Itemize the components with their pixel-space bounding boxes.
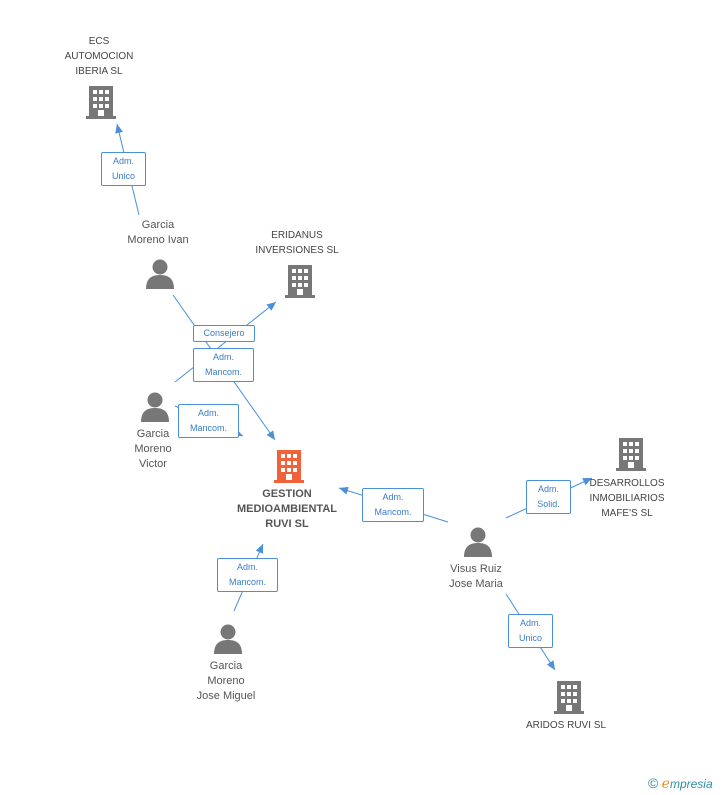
edge-label-visus-desarrollos[interactable]: Adm. Solid. <box>526 480 571 514</box>
desarrollos-label[interactable]: DESARROLLOS INMOBILIARIOS MAFE'S SL <box>589 478 665 519</box>
visus-label[interactable]: Visus Ruiz Jose Maria <box>449 563 503 590</box>
ivan-person-icon[interactable] <box>146 259 174 289</box>
miguel-label[interactable]: Garcia Moreno Jose Miguel <box>196 660 256 702</box>
aridos-building-icon[interactable] <box>553 680 585 714</box>
desarrollos-building-icon[interactable] <box>615 437 647 471</box>
visus-person-icon[interactable] <box>464 527 492 557</box>
aridos-label[interactable]: ARIDOS RUVI SL <box>525 720 607 731</box>
victor-person-icon[interactable] <box>141 392 169 422</box>
gestion-label[interactable]: GESTION MEDIOAMBIENTAL RUVI SL <box>236 488 338 530</box>
ecs-label[interactable]: ECS AUTOMOCION IBERIA SL <box>64 36 134 77</box>
eridanus-building-icon[interactable] <box>284 264 316 298</box>
edge-label-ivan-eridanus[interactable]: Consejero <box>193 325 255 342</box>
eridanus-label[interactable]: ERIDANUS INVERSIONES SL <box>255 230 339 256</box>
edge-ivan-eridanus <box>174 301 277 383</box>
miguel-person-icon[interactable] <box>214 624 242 654</box>
ivan-label[interactable]: Garcia Moreno Ivan <box>127 219 189 246</box>
edge-label-visus-gestion[interactable]: Adm. Mancom. <box>362 488 424 522</box>
edge-label-victor-gestion[interactable]: Adm. Mancom. <box>178 404 239 438</box>
brand-logo-letter: e <box>661 776 670 792</box>
edge-label-ivan-gestion[interactable]: Adm. Mancom. <box>193 348 254 382</box>
copyright-icon: © <box>648 775 659 791</box>
edge-label-miguel-gestion[interactable]: Adm. Mancom. <box>217 558 278 592</box>
ecs-building-icon[interactable] <box>85 85 117 119</box>
edge-label-ivan-ecs[interactable]: Adm. Unico <box>101 152 146 186</box>
victor-label[interactable]: Garcia Moreno Victor <box>134 428 172 470</box>
empresia-brand[interactable]: © empresia <box>648 775 713 792</box>
edge-label-visus-aridos[interactable]: Adm. Unico <box>508 614 553 648</box>
brand-name: mpresia <box>669 777 713 791</box>
gestion-building-icon[interactable] <box>273 449 305 483</box>
